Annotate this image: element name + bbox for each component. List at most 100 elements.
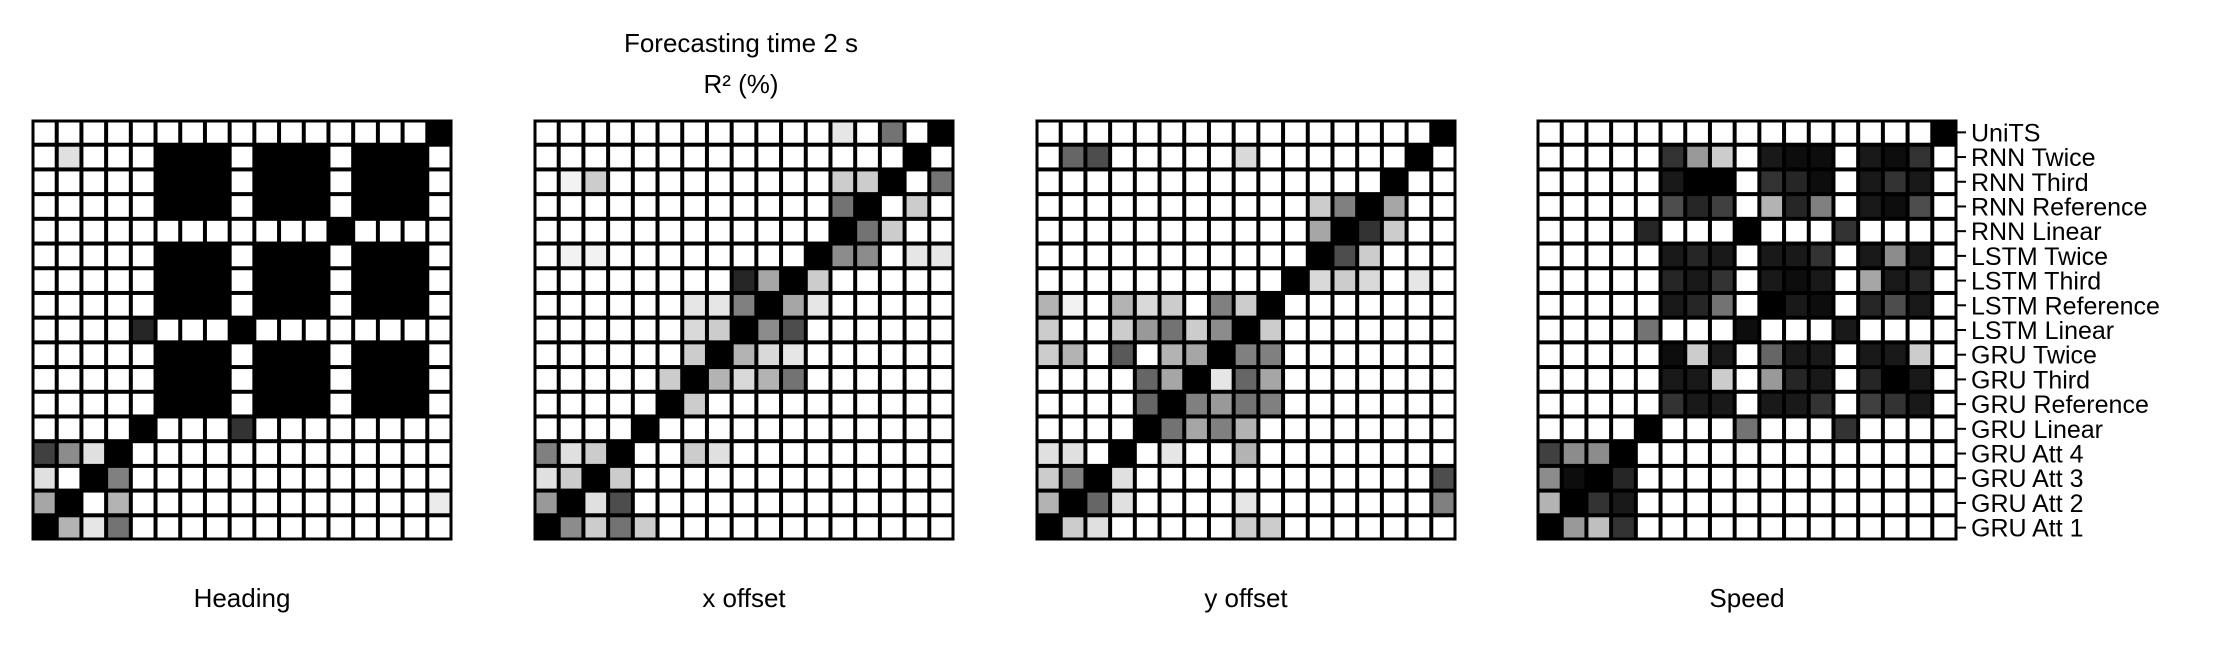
heatmap-cell: [1934, 146, 1955, 168]
heatmap-cell: [58, 393, 80, 415]
heatmap-cell: [1186, 418, 1207, 440]
heatmap-cell: [281, 196, 302, 217]
heatmap-cell: [610, 344, 631, 366]
heatmap-cell: [1433, 492, 1454, 514]
heatmap-cell: [634, 146, 656, 168]
heatmap-cell: [58, 171, 80, 193]
heatmap-cell: [1309, 443, 1331, 464]
heatmap-cell: [1539, 443, 1560, 464]
heatmap-cell: [1687, 517, 1708, 538]
heatmap-cell: [659, 294, 681, 316]
heatmap-cell: [659, 319, 681, 341]
heatmap-cell: [783, 245, 804, 267]
heatmap-cell: [733, 220, 755, 242]
heatmap-cell: [610, 294, 631, 316]
heatmap-cell: [1210, 369, 1232, 390]
heatmap-cell: [157, 369, 179, 390]
model-label: GRU Third: [1971, 366, 2090, 394]
heatmap-cell: [857, 443, 878, 464]
heatmap-cell: [1613, 369, 1634, 390]
heatmap-cell: [1260, 492, 1282, 514]
heatmap-cell: [1563, 492, 1585, 514]
heatmap-cell: [733, 171, 755, 193]
heatmap-cell: [132, 517, 154, 538]
heatmap-cell: [1309, 294, 1331, 316]
heatmap-cell: [560, 196, 582, 217]
heatmap-cell: [1662, 443, 1684, 464]
heatmap-cell: [1637, 369, 1659, 390]
heatmap-cell: [1884, 492, 1906, 514]
heatmap-cell: [1687, 319, 1708, 341]
heatmap-cell: [881, 492, 903, 514]
heatmap-cell: [1884, 171, 1906, 193]
heatmap-cell: [1909, 122, 1931, 143]
heatmap-cell: [708, 122, 730, 143]
heatmap-cell: [108, 418, 129, 440]
heatmap-cell: [1161, 492, 1183, 514]
heatmap-cell: [281, 171, 302, 193]
heatmap-cell: [1662, 369, 1684, 390]
heatmap-cell: [832, 171, 854, 193]
heatmap-cell: [1087, 245, 1109, 267]
heatmap-cell: [906, 196, 928, 217]
heatmap-cell: [1210, 319, 1232, 341]
heatmap-cell: [1810, 270, 1832, 291]
heatmap-cell: [536, 270, 557, 291]
heatmap-cell: [132, 492, 154, 514]
heatmap-cell: [610, 319, 631, 341]
heatmap-cell: [634, 122, 656, 143]
heatmap-cell: [783, 270, 804, 291]
heatmap-cell: [132, 443, 154, 464]
heatmap-cell: [1359, 443, 1380, 464]
heatmap-cell: [429, 171, 450, 193]
heatmap-cell: [1062, 270, 1084, 291]
heatmap-cell: [1087, 344, 1109, 366]
heatmap-cell: [1186, 517, 1207, 538]
heatmap-cell: [1563, 294, 1585, 316]
heatmap-cell: [1563, 344, 1585, 366]
heatmap-cell: [1860, 393, 1881, 415]
heatmap-cell: [857, 122, 878, 143]
heatmap-cell: [132, 369, 154, 390]
heatmap-cell: [1736, 418, 1758, 440]
heatmap-cell: [1433, 418, 1454, 440]
heatmap-cell: [231, 146, 253, 168]
heatmap-cell: [206, 270, 228, 291]
heatmap-cell: [758, 196, 780, 217]
heatmap-cell: [231, 196, 253, 217]
heatmap-cell: [206, 443, 228, 464]
heatmap-cell: [684, 443, 705, 464]
heatmap-cell: [1235, 220, 1257, 242]
heatmap-cell: [108, 344, 129, 366]
heatmap-cell: [1761, 196, 1783, 217]
heatmap-cell: [708, 492, 730, 514]
heatmap-cell: [108, 146, 129, 168]
heatmap-cell: [881, 171, 903, 193]
heatmap-cell: [1408, 492, 1430, 514]
heatmap-cell: [256, 443, 278, 464]
heatmap-cell: [1835, 245, 1857, 267]
heatmap-cell: [1761, 270, 1783, 291]
heatmap-cell: [585, 220, 607, 242]
heatmap-cell: [108, 467, 129, 489]
heatmap-cell: [931, 443, 952, 464]
heatmap-panel: x offset: [533, 119, 955, 613]
heatmap-cell: [832, 270, 854, 291]
heatmap-cell: [206, 393, 228, 415]
model-label: LSTM Reference: [1971, 292, 2160, 320]
heatmap-cell: [206, 319, 228, 341]
heatmap-cell: [1835, 467, 1857, 489]
heatmap-cell: [1309, 122, 1331, 143]
panel-xlabel: y offset: [1204, 583, 1288, 613]
heatmap-cell: [330, 146, 352, 168]
heatmap-cell: [1161, 418, 1183, 440]
heatmap-cell: [1235, 270, 1257, 291]
heatmap-cell: [1588, 467, 1610, 489]
heatmap-cell: [1383, 122, 1405, 143]
heatmap-cell: [1588, 517, 1610, 538]
heatmap-cell: [108, 122, 129, 143]
heatmap-cell: [1736, 220, 1758, 242]
heatmap-cell: [1136, 294, 1158, 316]
heatmap-cell: [34, 122, 55, 143]
heatmap-cell: [1761, 492, 1783, 514]
